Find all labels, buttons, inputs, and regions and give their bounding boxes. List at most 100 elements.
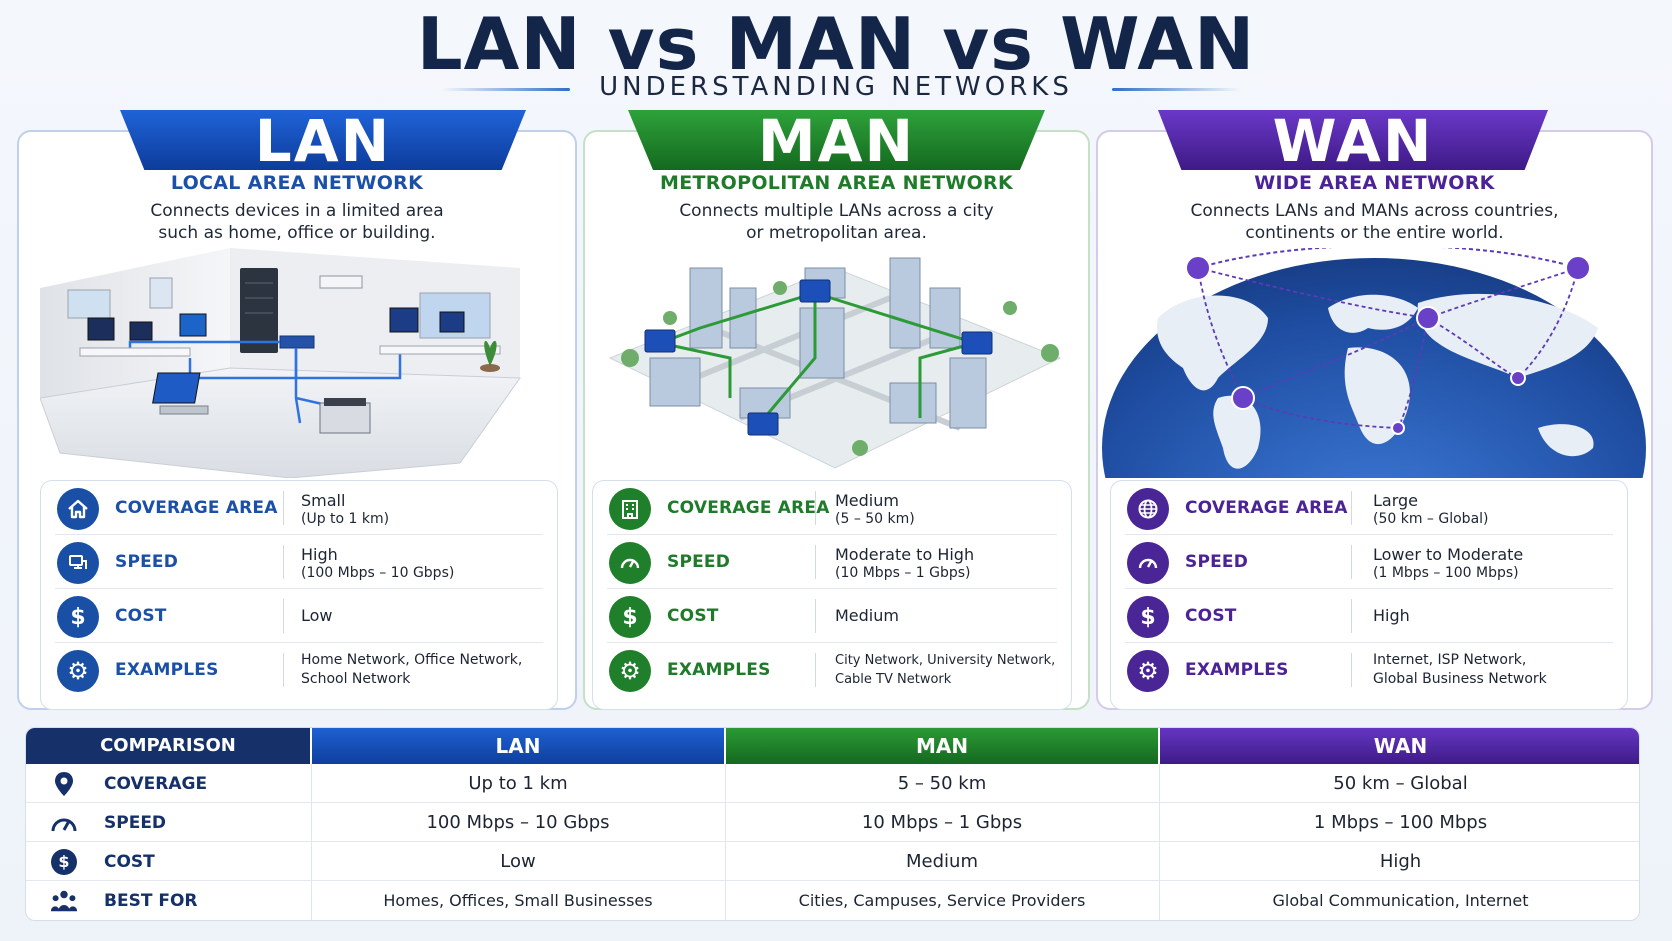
comparison-header: COMPARISON xyxy=(26,728,310,764)
speed-label: SPEED xyxy=(667,552,731,572)
examples-value: Internet, ISP Network, Global Business N… xyxy=(1373,651,1547,689)
lan-coverage-row: COVERAGE AREA Small (Up to 1 km) xyxy=(41,481,557,535)
wan-cost-row: $ COST High xyxy=(1111,589,1627,643)
lan-speed-cell: 100 Mbps – 10 Gbps xyxy=(426,812,610,833)
speed-value-detail: (10 Mbps – 1 Gbps) xyxy=(835,565,971,581)
wan-best-for-cell: Global Communication, Internet xyxy=(1272,891,1529,910)
page-subtitle: UNDERSTANDING NETWORKS xyxy=(599,72,1073,102)
man-coverage-cell: 5 – 50 km xyxy=(897,773,987,794)
man-desc-line1: Connects multiple LANs across a city xyxy=(679,201,994,221)
man-full-name: METROPOLITAN AREA NETWORK xyxy=(659,172,1014,194)
speedometer-icon xyxy=(50,809,78,837)
man-coverage-row: COVERAGE AREA Medium (5 – 50 km) xyxy=(593,481,1071,535)
subtitle-divider-right xyxy=(1112,88,1240,91)
coverage-value: Large (50 km – Global) xyxy=(1373,491,1489,529)
wan-properties-card: COVERAGE AREA Large (50 km – Global) SPE… xyxy=(1110,480,1628,710)
coverage-label: COVERAGE AREA xyxy=(667,498,830,518)
lan-desc-line2: such as home, office or building. xyxy=(158,223,436,243)
row-divider xyxy=(1125,588,1613,589)
lan-examples-row: ⚙ EXAMPLES Home Network, Office Network,… xyxy=(41,643,557,697)
wan-desc-line1: Connects LANs and MANs across countries, xyxy=(1190,201,1559,221)
gear-icon: ⚙ xyxy=(1127,650,1169,692)
column-divider xyxy=(1351,545,1352,579)
man-examples-row: ⚙ EXAMPLES City Network, University Netw… xyxy=(593,643,1071,697)
dollar-icon: $ xyxy=(1127,596,1169,638)
wan-examples-row: ⚙ EXAMPLES Internet, ISP Network, Global… xyxy=(1111,643,1627,697)
globe-network-illustration xyxy=(1102,248,1646,478)
wan-coverage-row: COVERAGE AREA Large (50 km – Global) xyxy=(1111,481,1627,535)
comparison-label: COST xyxy=(104,852,155,872)
examples-line1: City Network, University Network, xyxy=(835,653,1056,668)
page-title: LAN vs MAN vs WAN xyxy=(416,2,1256,86)
gear-icon: ⚙ xyxy=(57,650,99,692)
comparison-header-man: MAN xyxy=(726,728,1158,764)
comparison-table: COMPARISON LAN MAN WAN COVERAGE Up to 1 … xyxy=(25,727,1640,921)
subtitle-divider-left xyxy=(442,88,570,91)
lan-speed-row: SPEED High (100 Mbps – 10 Gbps) xyxy=(41,535,557,589)
dollar-icon: $ xyxy=(609,596,651,638)
lan-description: Connects devices in a limited area such … xyxy=(17,200,577,244)
comparison-row-best-for: BEST FOR Homes, Offices, Small Businesse… xyxy=(26,881,1639,920)
examples-line1: Internet, ISP Network, xyxy=(1373,652,1527,668)
row-divider xyxy=(607,588,1057,589)
column-divider xyxy=(815,653,816,687)
man-properties-card: COVERAGE AREA Medium (5 – 50 km) SPEED M… xyxy=(592,480,1072,710)
speedometer-icon xyxy=(1127,542,1169,584)
column-divider xyxy=(1159,764,1160,920)
column-divider xyxy=(815,599,816,633)
building-icon xyxy=(609,488,651,530)
wan-coverage-cell: 50 km – Global xyxy=(1333,773,1468,794)
cost-value: High xyxy=(1373,606,1410,625)
speed-value-main: High xyxy=(301,545,338,564)
man-cost-row: $ COST Medium xyxy=(593,589,1071,643)
cost-label: COST xyxy=(667,606,719,626)
globe-icon xyxy=(1127,488,1169,530)
speed-label: SPEED xyxy=(115,552,179,572)
column-divider xyxy=(283,599,284,633)
speed-value-main: Moderate to High xyxy=(835,545,975,564)
speed-value: Lower to Moderate (1 Mbps – 100 Mbps) xyxy=(1373,545,1523,583)
lan-desc-line1: Connects devices in a limited area xyxy=(150,201,444,221)
cost-value: Low xyxy=(301,606,333,625)
network-speed-icon xyxy=(57,542,99,584)
gear-icon: ⚙ xyxy=(609,650,651,692)
row-divider xyxy=(55,534,543,535)
coverage-value-main: Medium xyxy=(835,491,899,510)
speed-value-detail: (1 Mbps – 100 Mbps) xyxy=(1373,565,1519,581)
man-best-for-cell: Cities, Campuses, Service Providers xyxy=(798,891,1086,910)
cost-label: COST xyxy=(1185,606,1237,626)
speed-value-main: Lower to Moderate xyxy=(1373,545,1524,564)
man-speed-row: SPEED Moderate to High (10 Mbps – 1 Gbps… xyxy=(593,535,1071,589)
coverage-label: COVERAGE AREA xyxy=(115,498,278,518)
wan-cost-cell: High xyxy=(1379,851,1422,872)
column-divider xyxy=(725,764,726,920)
man-cost-cell: Medium xyxy=(906,851,978,872)
man-speed-cell: 10 Mbps – 1 Gbps xyxy=(861,812,1023,833)
coverage-value-main: Small xyxy=(301,491,346,510)
wan-speed-cell: 1 Mbps – 100 Mbps xyxy=(1313,812,1488,833)
lan-cost-cell: Low xyxy=(500,851,536,872)
dollar-icon: $ xyxy=(50,848,78,876)
column-divider xyxy=(815,545,816,579)
office-network-illustration xyxy=(40,248,521,478)
location-pin-icon xyxy=(50,770,78,798)
examples-line2: Global Business Network xyxy=(1373,671,1547,687)
wan-banner: WAN xyxy=(1158,110,1548,170)
comparison-header-lan: LAN xyxy=(312,728,724,764)
examples-line2: Cable TV Network xyxy=(835,672,952,687)
comparison-header-wan: WAN xyxy=(1160,728,1639,764)
column-divider xyxy=(1351,599,1352,633)
man-description: Connects multiple LANs across a city or … xyxy=(583,200,1090,244)
column-divider xyxy=(283,653,284,687)
examples-label: EXAMPLES xyxy=(667,660,771,680)
coverage-label: COVERAGE AREA xyxy=(1185,498,1348,518)
man-desc-line2: or metropolitan area. xyxy=(746,223,927,243)
comparison-row-speed: SPEED 100 Mbps – 10 Gbps 10 Mbps – 1 Gbp… xyxy=(26,803,1639,842)
wan-description: Connects LANs and MANs across countries,… xyxy=(1096,200,1653,244)
examples-value: Home Network, Office Network, School Net… xyxy=(301,651,522,689)
speedometer-icon xyxy=(609,542,651,584)
cost-value: Medium xyxy=(835,606,899,625)
column-divider xyxy=(1351,653,1352,687)
column-divider xyxy=(1351,491,1352,525)
column-divider xyxy=(311,764,312,920)
